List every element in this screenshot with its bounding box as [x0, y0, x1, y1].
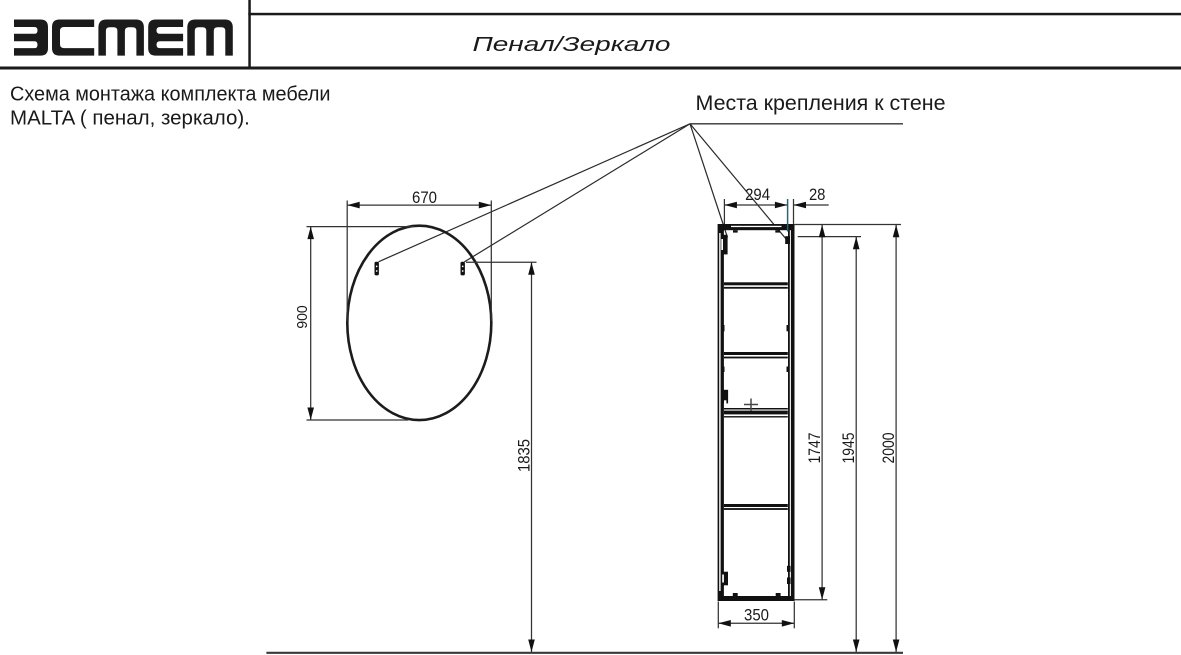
svg-text:Места крепления к стене: Места крепления к стене: [696, 92, 946, 115]
svg-text:Пенал/Зеркало: Пенал/Зеркало: [473, 33, 671, 56]
svg-text:28: 28: [809, 185, 826, 204]
svg-text:900: 900: [295, 305, 311, 328]
svg-text:350: 350: [744, 606, 769, 625]
svg-text:Схема монтажа комплекта мебели: Схема монтажа комплекта мебели: [10, 83, 331, 106]
svg-text:670: 670: [412, 188, 437, 207]
svg-text:MALTA ( пенал, зеркало).: MALTA ( пенал, зеркало).: [10, 107, 250, 130]
svg-text:2000: 2000: [879, 433, 898, 464]
svg-text:294: 294: [745, 185, 770, 204]
svg-text:1945: 1945: [839, 433, 858, 464]
svg-text:1835: 1835: [515, 439, 533, 472]
svg-text:1747: 1747: [805, 433, 824, 464]
